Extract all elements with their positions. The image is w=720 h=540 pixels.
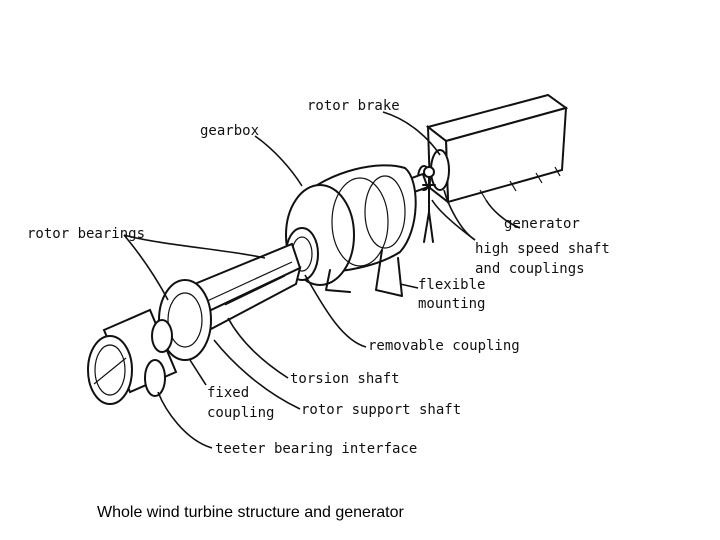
label-removable-coupling: removable coupling: [368, 338, 520, 354]
label-rotor-brake: rotor brake: [307, 98, 400, 114]
rotor-support-shaft: [178, 242, 302, 340]
label-high-speed-shaft: high speed shaft: [475, 241, 610, 257]
label-mounting: mounting: [418, 296, 485, 312]
label-fixed: fixed: [207, 385, 249, 401]
label-gearbox: gearbox: [200, 123, 259, 139]
label-torsion-shaft: torsion shaft: [290, 371, 400, 387]
label-and-couplings: and couplings: [475, 261, 585, 277]
generator-housing: [425, 93, 569, 205]
label-teeter-bearing-interface: teeter bearing interface: [215, 441, 417, 457]
label-rotor-bearings: rotor bearings: [27, 226, 145, 242]
callout-labels: rotor brake gearbox generator rotor bear…: [27, 98, 610, 457]
leader-lines: [123, 111, 521, 449]
label-rotor-support-shaft: rotor support shaft: [301, 402, 461, 418]
person-figure: [422, 166, 436, 243]
figure-caption: Whole wind turbine structure and generat…: [97, 504, 404, 521]
label-generator: generator: [504, 216, 580, 232]
label-flexible: flexible: [418, 277, 485, 293]
hub-tube: [87, 308, 178, 405]
label-coupling: coupling: [207, 405, 274, 421]
